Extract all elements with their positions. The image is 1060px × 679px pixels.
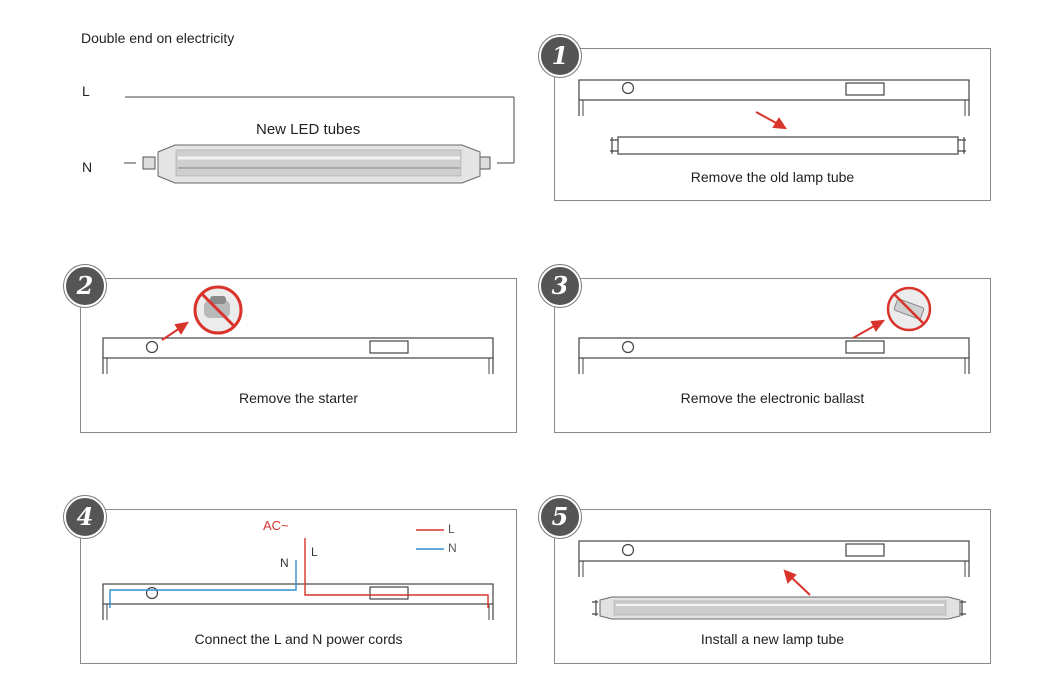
step-1-panel: Remove the old lamp tube — [554, 48, 991, 201]
step-1-badge: 1 — [539, 35, 581, 77]
red-arrow-icon — [852, 319, 886, 339]
wire-legend — [416, 529, 444, 550]
led-tube-wiring-diagram — [124, 96, 515, 184]
neutral-wire — [109, 560, 297, 608]
live-label: L — [82, 83, 90, 99]
old-tube-icon — [610, 136, 966, 155]
step-5-caption: Install a new lamp tube — [700, 631, 845, 647]
step-1-caption: Remove the old lamp tube — [690, 169, 855, 185]
new-led-tube-icon — [592, 596, 966, 620]
ac-label: AC~ — [263, 518, 289, 533]
step-4-badge: 4 — [64, 496, 106, 538]
fixture-icon — [578, 337, 970, 374]
step-3-drawing — [578, 286, 970, 374]
red-arrow-icon — [755, 111, 787, 130]
no-ballast-icon — [886, 286, 932, 332]
fixture-icon — [102, 337, 494, 374]
live-wire — [304, 538, 489, 608]
step-3-badge: 3 — [539, 265, 581, 307]
red-arrow-icon — [783, 569, 811, 596]
step-2-caption: Remove the starter — [238, 390, 359, 406]
wire-l-label: L — [311, 545, 318, 559]
legend-l-label: L — [448, 522, 455, 536]
legend-n-label: N — [448, 541, 457, 555]
step-2-drawing — [102, 285, 494, 374]
step-2-badge: 2 — [64, 265, 106, 307]
step-5-panel: Install a new lamp tube — [554, 509, 991, 664]
neutral-label: N — [82, 159, 93, 175]
step-1-drawing — [578, 79, 970, 155]
tube-label: New LED tubes — [256, 121, 361, 138]
page-title: Double end on electricity — [81, 30, 235, 46]
fixture-icon — [578, 540, 970, 577]
led-tube-icon — [142, 144, 491, 184]
fixture-icon — [578, 79, 970, 116]
red-arrow-icon — [161, 321, 189, 341]
wire-n-label: N — [280, 556, 289, 570]
step-5-badge: 5 — [539, 496, 581, 538]
no-starter-icon — [193, 285, 243, 335]
step-4-caption: Connect the L and N power cords — [194, 631, 403, 647]
step-3-caption: Remove the electronic ballast — [680, 390, 865, 406]
